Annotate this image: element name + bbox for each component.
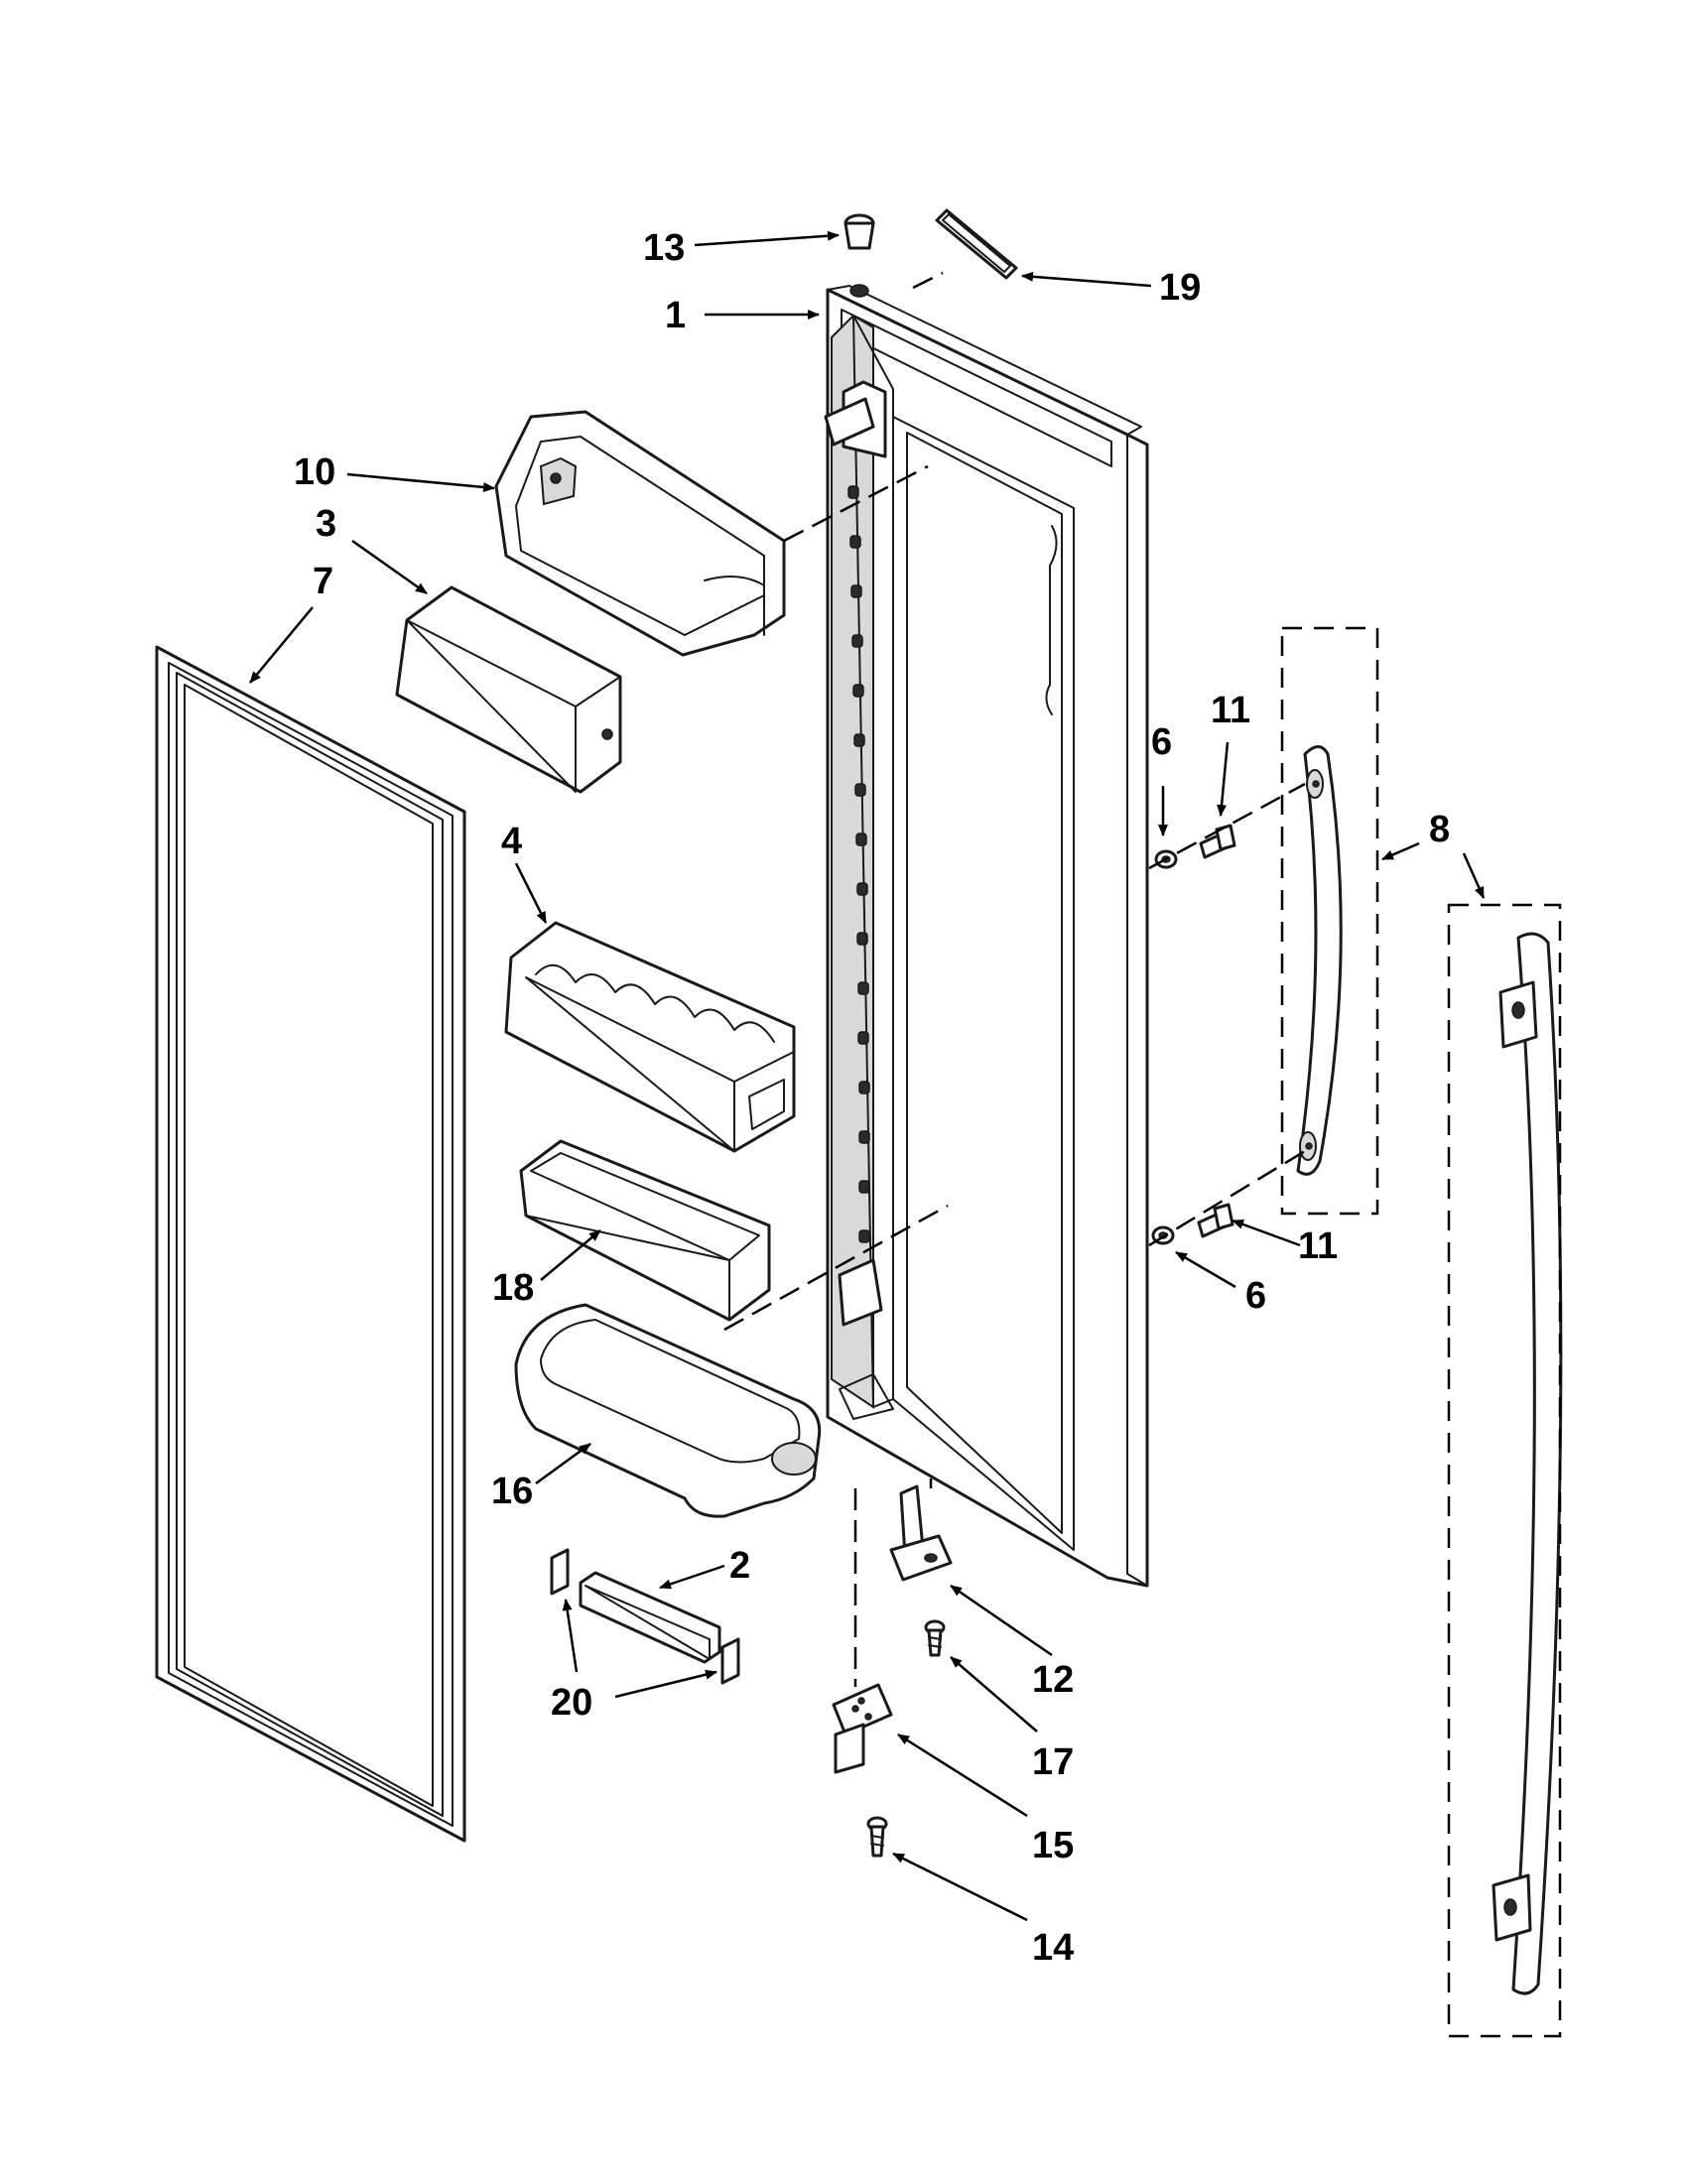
hinge-bushing: [844, 213, 875, 250]
door-liner: [824, 284, 1149, 1588]
hinge-screw-upper: [924, 1619, 946, 1657]
dairy-door: [395, 585, 622, 794]
callout-1: 1: [665, 295, 686, 336]
callout-19: 19: [1159, 267, 1201, 309]
leader-arrows: [249, 230, 1486, 1922]
door-bin-large: [514, 1303, 822, 1518]
callout-labels: 13 19 1 10 3 7 4 6 11 8 11 6 18 16 2 20 …: [294, 227, 1450, 1969]
callout-14: 14: [1032, 1927, 1074, 1969]
callout-4: 4: [501, 821, 522, 862]
callout-20: 20: [551, 1682, 592, 1724]
callout-2: 2: [729, 1545, 750, 1587]
handle-screw-lower: [1197, 1203, 1234, 1238]
callout-12: 12: [1032, 1659, 1074, 1701]
top-label: [935, 208, 1018, 280]
callout-8: 8: [1429, 809, 1450, 850]
callout-18: 18: [492, 1267, 534, 1309]
long-handle-group-box: [1447, 903, 1562, 2038]
door-handle-short: [1296, 745, 1343, 1176]
handle-screw-upper: [1199, 824, 1236, 859]
callout-11-upper: 11: [1211, 690, 1250, 731]
bottle-shelf: [504, 921, 796, 1153]
hinge-plate: [832, 1683, 893, 1774]
assembly-lines: [723, 271, 1306, 1687]
dairy-compartment: [494, 410, 786, 657]
door-bin-small: [519, 1139, 771, 1322]
trim-end-caps: [550, 1548, 740, 1685]
callout-16: 16: [491, 1471, 533, 1512]
bottom-hinge: [889, 1484, 953, 1582]
door-handle-long: [1492, 932, 1563, 1995]
handle-group-box: [1280, 626, 1379, 1216]
hinge-screw-lower: [866, 1816, 888, 1858]
callout-15: 15: [1032, 1825, 1074, 1866]
callout-13: 13: [643, 227, 685, 269]
callout-7: 7: [313, 561, 333, 602]
callout-17: 17: [1032, 1741, 1074, 1783]
callout-11-lower: 11: [1298, 1225, 1338, 1267]
callout-3: 3: [316, 503, 336, 545]
callout-10: 10: [294, 451, 335, 493]
callout-6-upper: 6: [1151, 721, 1172, 763]
door-gasket: [155, 645, 466, 1843]
shelf-retainer-bumps: [847, 485, 870, 1243]
callout-6-lower: 6: [1245, 1275, 1266, 1317]
trim-strip: [579, 1571, 721, 1664]
